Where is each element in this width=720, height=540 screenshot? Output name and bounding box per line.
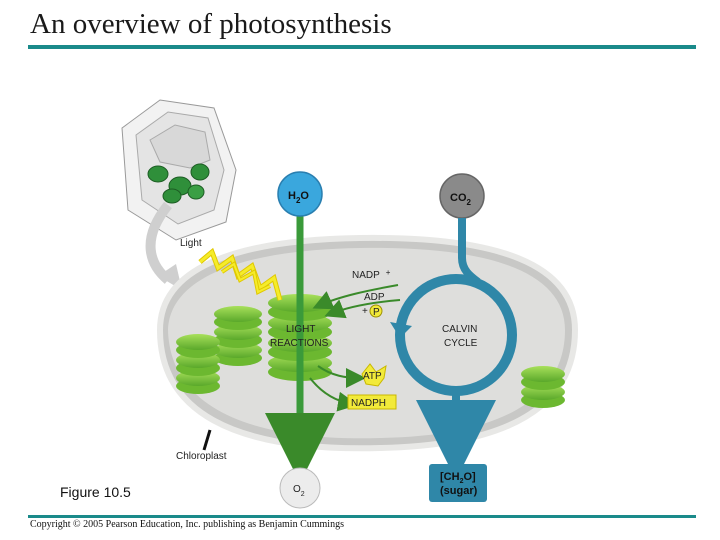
light-label: Light: [180, 238, 202, 249]
svg-text:O2: O2: [293, 484, 305, 498]
footer-rule: [28, 515, 696, 518]
granum-stack-left: [214, 306, 262, 366]
svg-text:NADPH: NADPH: [351, 398, 386, 409]
svg-text:[CH2O]: [CH2O]: [440, 471, 476, 485]
svg-text:ATP: ATP: [363, 371, 382, 382]
copyright-text: Copyright © 2005 Pearson Education, Inc.…: [30, 519, 344, 530]
o2-molecule: O2: [279, 467, 321, 509]
leaf-cell-illustration: [121, 99, 237, 241]
nadph-badge: NADPH: [347, 394, 397, 410]
chloroplast-label: Chloroplast: [176, 451, 227, 462]
light-bolts: [198, 247, 283, 301]
atp-badge: ATP: [361, 363, 387, 387]
h2o-molecule: H2O: [277, 171, 323, 217]
granum-stack-right: [521, 366, 565, 408]
nadp-label: NADP+: [352, 268, 391, 281]
granum-stack-far-left: [176, 334, 220, 394]
light-reactions-label: LIGHT: [286, 324, 315, 335]
phosphate-circle: P: [369, 304, 383, 318]
co2-molecule: CO2: [439, 173, 485, 219]
slide-title: An overview of photosynthesis: [30, 8, 392, 40]
calvin-cycle-label-2: CYCLE: [444, 338, 478, 349]
light-reactions-label-2: REACTIONS: [270, 338, 329, 349]
adp-return-arrow: [324, 299, 401, 319]
adp-label: ADP: [364, 292, 385, 303]
title-underline: [28, 45, 696, 49]
svg-text:H2O: H2O: [288, 190, 309, 205]
svg-text:CO2: CO2: [450, 192, 472, 207]
chloroplast-pointer: [202, 429, 212, 451]
plus-p-label: +: [362, 306, 368, 317]
svg-text:P: P: [373, 307, 380, 318]
atp-flow-arrow: [317, 365, 366, 388]
calvin-cycle-label: CALVIN: [442, 324, 477, 335]
figure-label: Figure 10.5: [60, 484, 131, 500]
svg-text:(sugar): (sugar): [440, 485, 478, 497]
sugar-box: [CH2O] (sugar): [429, 464, 487, 502]
